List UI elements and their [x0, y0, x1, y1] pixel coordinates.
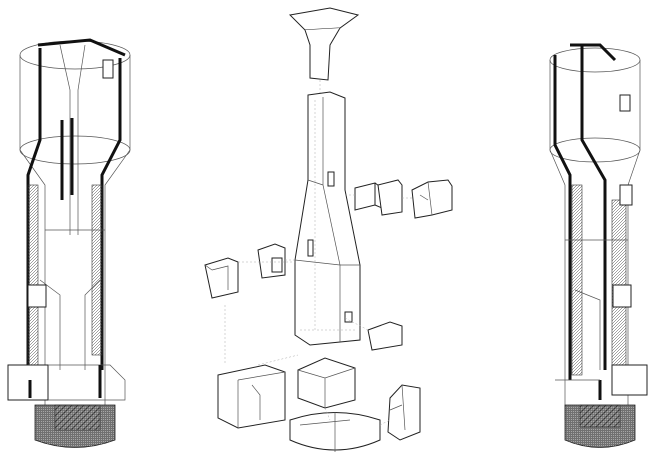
left-tower-section [7, 38, 131, 448]
center-exploded-assembly [204, 7, 453, 452]
right-tower-section [549, 43, 648, 448]
